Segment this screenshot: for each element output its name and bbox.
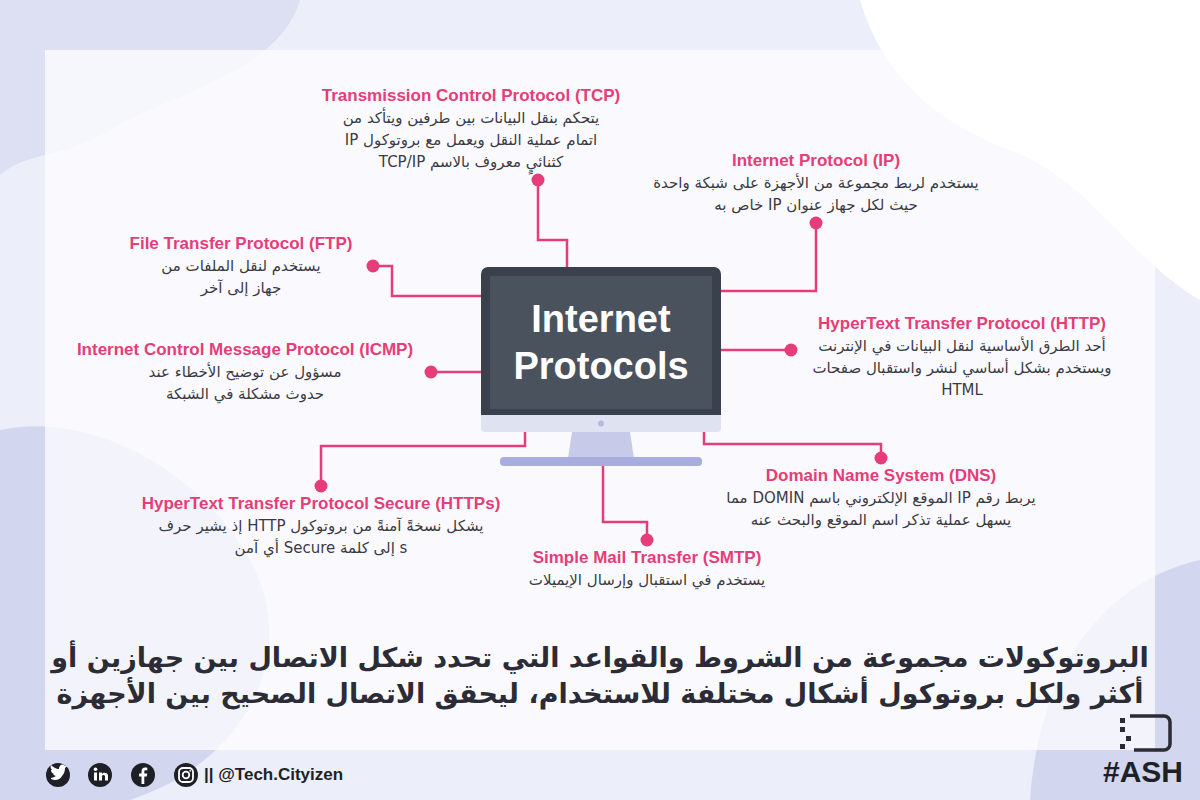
content-panel [45,50,1155,750]
monitor-neck [568,432,634,458]
leader-line [373,266,481,296]
protocol-callout: Internet Control Message Protocol (ICMP)… [59,332,431,412]
linkedin-glyph [99,773,108,781]
twitter-glyph [51,765,67,781]
instagram-glyph [179,768,193,782]
protocol-description: أحد الطرق الأساسية لنقل البيانات في الإن… [800,335,1124,401]
protocol-description: يربط رقم IP الموقع الإلكتروني باسم DOMIN… [714,487,1048,531]
protocol-description: يستخدم لربط مجموعة من الأجهزة على شبكة و… [640,172,992,216]
leader-line [431,371,481,374]
logo-icon [1130,716,1170,750]
protocol-description: يشكل نسخةً آمنةً من بروتوكول HTTP إذ يشي… [156,515,486,559]
logo-text: #ASH [1103,754,1183,790]
instagram-glyph [189,770,191,772]
protocol-callout: HyperText Transfer Protocol (HTTP)أحد ال… [791,306,1133,408]
facebook-glyph [139,768,147,784]
instagram-glyph [183,772,190,779]
logo-icon [1126,736,1131,741]
protocol-description: يتحكم بنقل البيانات بين طرفين ويتأكد من … [331,107,611,173]
protocol-callout: Simple Mail Transfer (SMTP)يستخدم في است… [511,540,783,598]
protocol-name: HyperText Transfer Protocol Secure (HTTP… [138,493,504,515]
protocol-name: Internet Control Message Protocol (ICMP) [67,339,423,361]
protocol-name: Simple Mail Transfer (SMTP) [519,547,775,569]
protocol-callout: HyperText Transfer Protocol Secure (HTTP… [130,486,512,566]
monitor-button [598,421,604,427]
twitter-icon [46,763,70,787]
linkedin-glyph [94,768,98,772]
screen-title: Internet Protocols [490,296,712,390]
protocol-callout: Internet Protocol (IP)يستخدم لربط مجموعة… [631,143,1001,223]
protocol-name: Domain Name System (DNS) [713,465,1049,487]
monitor-base [500,457,702,466]
protocol-description: مسؤول عن توضيح الأخطاء عند حدوث مشكلة في… [130,361,360,405]
leader-line [721,349,791,352]
protocol-name: Transmission Control Protocol (TCP) [320,85,622,107]
logo-icon [1120,727,1125,732]
logo-icon [1120,744,1125,749]
protocol-callout: Transmission Control Protocol (TCP)يتحكم… [312,78,630,180]
leader-line [721,223,816,291]
protocol-name: HyperText Transfer Protocol (HTTP) [799,313,1125,335]
leader-line [538,180,567,267]
logo-icon [1120,718,1125,723]
protocol-description: يستخدم في استقبال وإرسال الإيميلات [520,569,774,591]
protocol-description: يستخدم لنقل الملفات من جهاز إلى آخر [156,255,326,299]
instagram-icon [174,763,198,787]
leader-line [704,415,881,458]
protocol-callout: Domain Name System (DNS)يربط رقم IP المو… [705,458,1057,538]
linkedin-glyph [94,773,97,781]
facebook-icon [131,763,155,787]
caption: البروتوكولات مجموعة من الشروط والقواعد ا… [50,640,1150,712]
monitor-screen: Internet Protocols [481,267,721,415]
protocol-name: File Transfer Protocol (FTP) [117,233,365,255]
protocol-name: Internet Protocol (IP) [639,150,993,172]
monitor-chin [481,415,721,432]
social-handle: || @Tech.Cityizen [204,764,343,786]
linkedin-icon [88,763,112,787]
protocol-callout: File Transfer Protocol (FTP)يستخدم لنقل … [109,226,373,306]
